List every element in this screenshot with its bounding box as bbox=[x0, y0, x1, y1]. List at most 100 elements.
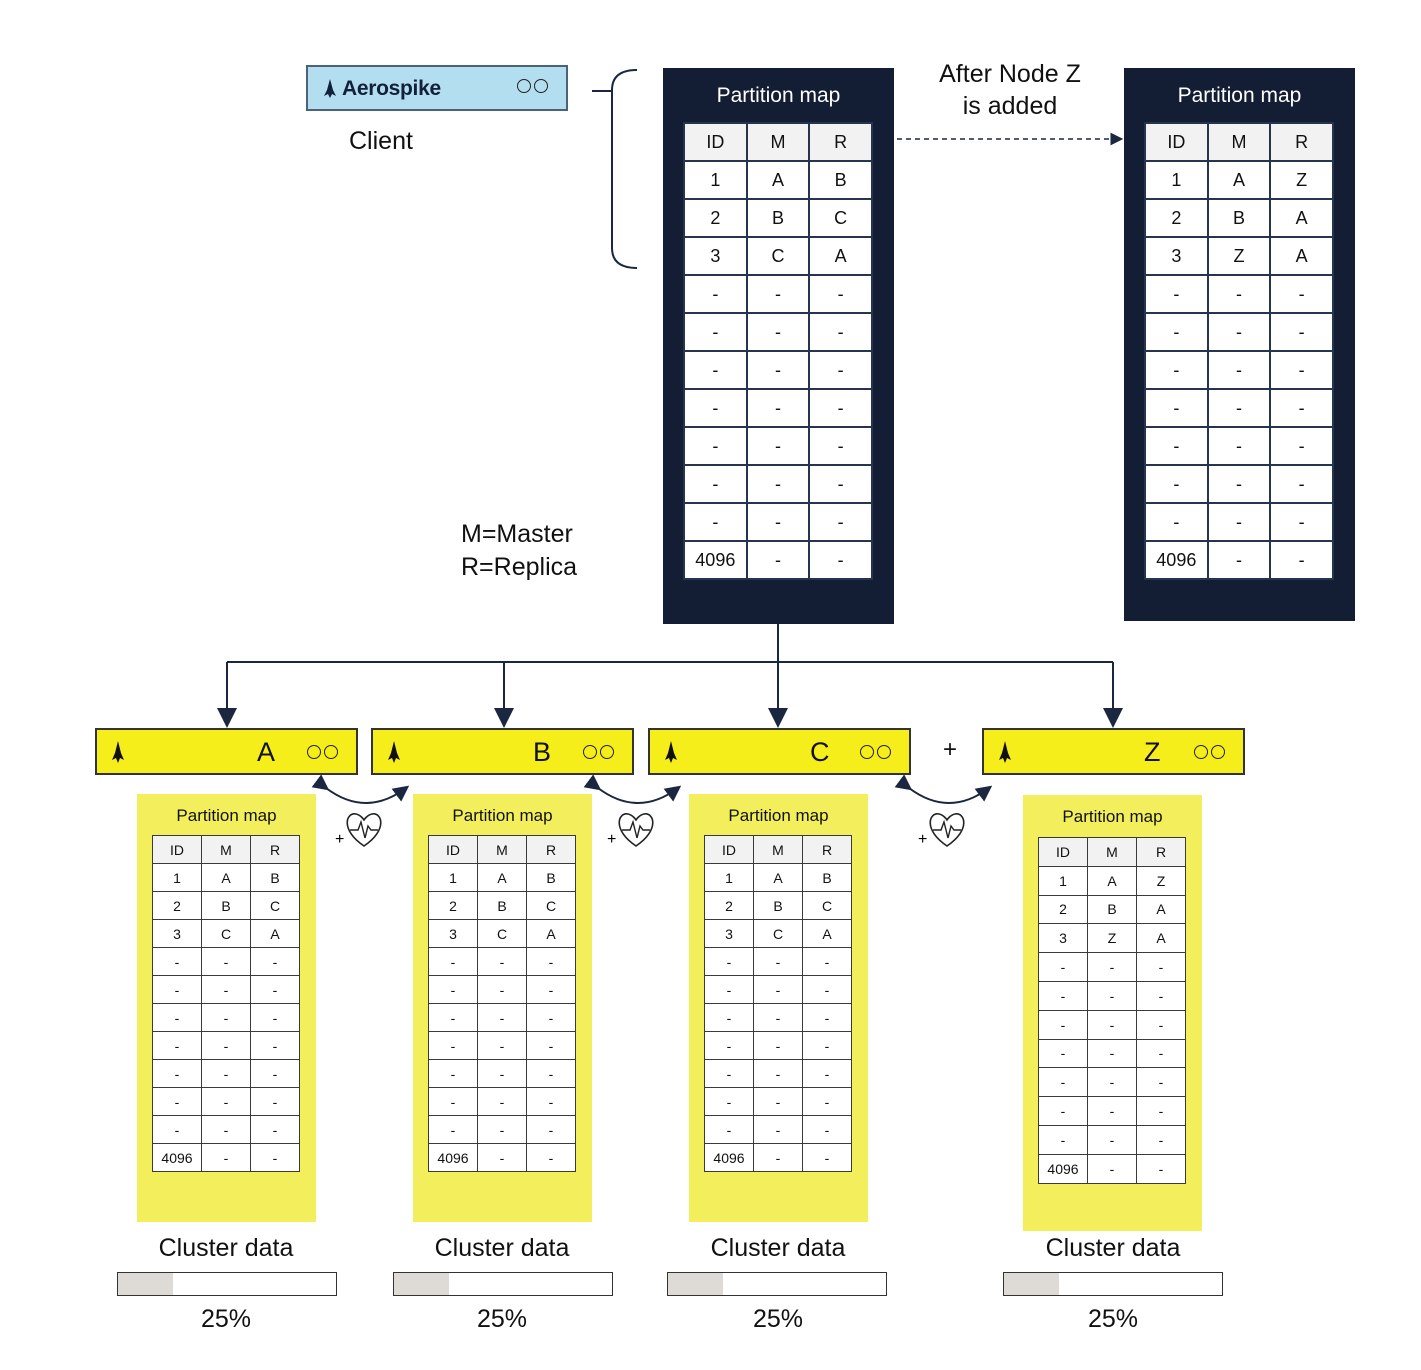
cluster-data-label: Cluster data bbox=[434, 1234, 570, 1262]
table-cell: - bbox=[683, 350, 748, 390]
table-cell: B bbox=[1087, 894, 1137, 925]
cluster-data-percent: 25% bbox=[476, 1305, 528, 1333]
table-cell: - bbox=[1136, 1153, 1186, 1184]
table-cell: - bbox=[1038, 1067, 1088, 1098]
table-cell: - bbox=[683, 388, 748, 428]
table-cell: 2 bbox=[1038, 894, 1088, 925]
heart-icon: + bbox=[918, 813, 965, 848]
table-cell: - bbox=[704, 947, 754, 976]
table-cell: - bbox=[152, 1087, 202, 1116]
table-cell: - bbox=[808, 464, 873, 504]
cluster-data-bar bbox=[1003, 1272, 1223, 1296]
table-cell: - bbox=[526, 975, 576, 1004]
table-cell: - bbox=[201, 1031, 251, 1060]
table-cell: - bbox=[808, 274, 873, 314]
table-cell: A bbox=[1206, 160, 1272, 200]
table-cell: 3 bbox=[428, 919, 478, 948]
table-cell: - bbox=[1087, 1124, 1137, 1155]
table-row: 4096-- bbox=[428, 1143, 576, 1172]
table-cell: - bbox=[704, 1059, 754, 1088]
table-cell: - bbox=[1136, 1096, 1186, 1126]
table-cell: - bbox=[683, 502, 748, 542]
table-cell: C bbox=[250, 891, 300, 920]
table-row: --- bbox=[152, 947, 300, 976]
table-cell: - bbox=[1136, 1124, 1186, 1155]
table-cell: - bbox=[526, 1031, 576, 1060]
table-cell: A bbox=[1136, 923, 1186, 954]
table-cell: A bbox=[1269, 236, 1334, 276]
table-cell: - bbox=[802, 947, 852, 976]
table-cell: - bbox=[753, 1059, 803, 1088]
table-row: --- bbox=[1038, 1067, 1186, 1098]
column-header: R bbox=[1269, 122, 1334, 162]
table-cell: - bbox=[428, 947, 478, 976]
table-cell: - bbox=[1087, 952, 1137, 982]
table-cell: - bbox=[745, 312, 811, 352]
table-row: --- bbox=[152, 1059, 300, 1088]
table-cell: - bbox=[428, 1087, 478, 1116]
table-cell: - bbox=[802, 1115, 852, 1144]
table-row: --- bbox=[683, 388, 873, 428]
table-cell: A bbox=[753, 863, 803, 892]
transition-line-2: is added bbox=[962, 92, 1058, 120]
table-cell: - bbox=[745, 388, 811, 428]
table-cell: - bbox=[745, 540, 811, 580]
heartbeat-arc-cz bbox=[894, 774, 993, 804]
legend: M=Master R=Replica bbox=[461, 518, 577, 584]
table-cell: 2 bbox=[152, 891, 202, 920]
table-cell: 4096 bbox=[428, 1143, 478, 1172]
table-row: --- bbox=[1038, 1124, 1186, 1155]
node-name: C bbox=[810, 737, 830, 767]
table-cell: - bbox=[745, 502, 811, 542]
table-cell: - bbox=[477, 1115, 527, 1144]
table-cell: - bbox=[526, 1115, 576, 1144]
table-cell: Z bbox=[1269, 160, 1334, 200]
table-cell: 3 bbox=[152, 919, 202, 948]
table-cell: - bbox=[1038, 1009, 1088, 1040]
table-cell: - bbox=[1087, 1096, 1137, 1126]
node-map-title: Partition map bbox=[1062, 807, 1163, 826]
status-dots-icon bbox=[860, 745, 891, 759]
table-cell: 1 bbox=[683, 160, 748, 200]
table-cell: A bbox=[808, 236, 873, 276]
table-cell: - bbox=[1087, 1009, 1137, 1040]
column-header: ID bbox=[704, 835, 754, 864]
table-row: --- bbox=[1144, 464, 1334, 504]
table-cell: C bbox=[808, 198, 873, 238]
table-cell: - bbox=[1087, 1067, 1137, 1098]
table-cell: B bbox=[1206, 198, 1272, 238]
transition-label: After Node Z is added bbox=[900, 58, 1120, 122]
svg-text:+: + bbox=[607, 831, 616, 848]
node-b: B bbox=[371, 728, 634, 775]
table-row: --- bbox=[704, 1087, 852, 1116]
node-map-title: Partition map bbox=[728, 806, 829, 825]
table-cell: B bbox=[526, 863, 576, 892]
table-cell: - bbox=[745, 426, 811, 466]
table-row: --- bbox=[1038, 1009, 1186, 1040]
column-header: ID bbox=[428, 835, 478, 864]
brand-name: Aerospike bbox=[342, 77, 441, 100]
rocket-icon bbox=[999, 741, 1011, 763]
cluster-data-bar-fill bbox=[1004, 1273, 1059, 1295]
table-cell: - bbox=[1269, 540, 1334, 580]
table-cell: - bbox=[1087, 980, 1137, 1011]
table-cell: 4096 bbox=[704, 1143, 754, 1172]
table-cell: - bbox=[704, 1087, 754, 1116]
table-cell: - bbox=[704, 975, 754, 1004]
status-dots-icon bbox=[583, 745, 614, 759]
table-cell: 1 bbox=[1144, 160, 1209, 200]
table-cell: - bbox=[1144, 274, 1209, 314]
table-cell: - bbox=[428, 1059, 478, 1088]
table-cell: - bbox=[250, 1087, 300, 1116]
table-cell: - bbox=[1206, 464, 1272, 504]
